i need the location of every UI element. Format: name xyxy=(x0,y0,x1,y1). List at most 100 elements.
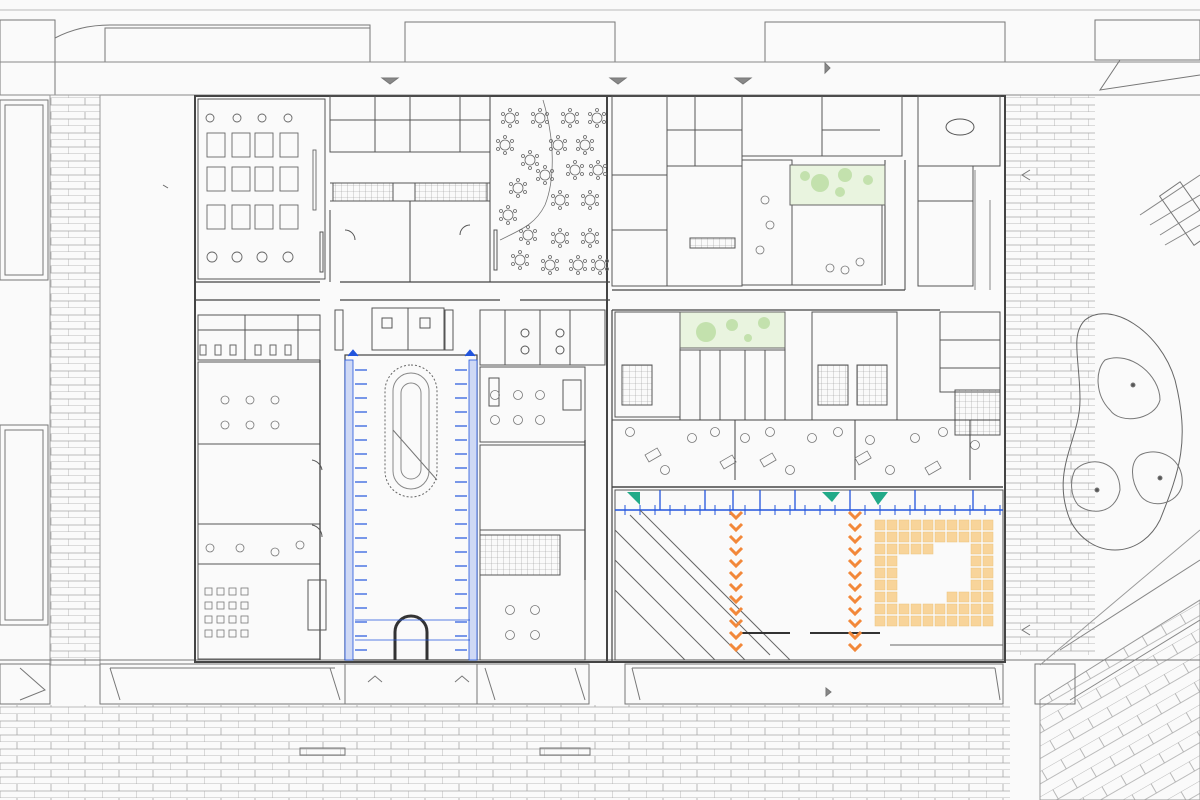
table-icon xyxy=(270,547,280,557)
chair-icon xyxy=(551,240,555,244)
chair-icon xyxy=(589,172,593,176)
chair-icon xyxy=(563,139,567,143)
chevron-down-icon xyxy=(847,594,863,605)
chair-icon xyxy=(569,267,573,271)
chair-icon xyxy=(519,229,523,233)
chair-icon xyxy=(596,160,600,164)
table-icon xyxy=(522,229,534,241)
chair-icon xyxy=(526,241,530,245)
table-icon xyxy=(885,465,895,475)
chair-icon xyxy=(518,266,522,270)
chevron-down-icon xyxy=(847,582,863,593)
chair-icon xyxy=(549,139,553,143)
table-icon xyxy=(490,390,500,400)
chevron-down-icon xyxy=(728,630,744,641)
table-icon xyxy=(584,194,596,206)
chair-icon xyxy=(588,244,592,248)
play-tile xyxy=(874,519,886,531)
tree-icon xyxy=(863,175,873,185)
chair-icon xyxy=(519,237,523,241)
chair-icon xyxy=(216,601,225,610)
chair-icon xyxy=(590,147,594,151)
chevron-down-icon xyxy=(847,642,863,653)
playground xyxy=(614,489,1004,661)
chair-icon xyxy=(508,108,512,112)
chair-icon xyxy=(228,629,237,638)
chair-icon xyxy=(513,217,517,221)
street-building xyxy=(0,19,56,96)
play-tile xyxy=(898,519,910,531)
chair-icon xyxy=(240,587,249,596)
chair-icon xyxy=(590,139,594,143)
table-icon xyxy=(270,420,280,430)
chair-icon xyxy=(536,169,540,173)
chair-icon xyxy=(576,271,580,275)
chair-icon xyxy=(573,160,577,164)
table-icon xyxy=(591,112,603,124)
chair-icon xyxy=(204,587,213,596)
table-icon xyxy=(572,259,584,271)
chair-icon xyxy=(510,147,514,151)
chair-icon xyxy=(228,601,237,610)
play-tile xyxy=(970,567,982,579)
central-courtyard xyxy=(344,349,478,661)
chair-icon xyxy=(602,120,606,124)
table-icon xyxy=(644,447,662,463)
table-icon xyxy=(833,427,843,437)
classroom-furniture xyxy=(204,395,305,638)
chair-icon xyxy=(496,139,500,143)
play-tile xyxy=(910,603,922,615)
table-icon xyxy=(719,454,737,470)
table-icon xyxy=(564,112,576,124)
play-tile xyxy=(874,567,886,579)
chair-icon xyxy=(583,151,587,155)
classroom-furniture xyxy=(490,390,545,640)
table-icon xyxy=(513,415,523,425)
play-tile xyxy=(982,591,994,603)
chair-icon xyxy=(513,209,517,213)
table-icon xyxy=(785,465,795,475)
chair-icon xyxy=(528,166,532,170)
green-courtyard-top xyxy=(789,164,886,206)
table-group xyxy=(205,113,299,263)
chair-icon xyxy=(535,162,539,166)
service-block xyxy=(319,95,498,282)
table-icon xyxy=(760,195,770,205)
chevron-down-icon xyxy=(728,558,744,569)
chair-icon xyxy=(240,629,249,638)
chair-icon xyxy=(551,202,555,206)
table-icon xyxy=(502,209,514,221)
chair-icon xyxy=(598,271,602,275)
table-icon xyxy=(499,139,511,151)
table-icon xyxy=(755,245,765,255)
table-icon xyxy=(759,452,777,468)
chair-icon xyxy=(566,164,570,168)
play-tile xyxy=(982,519,994,531)
table-icon xyxy=(594,259,606,271)
table-icon xyxy=(687,433,697,443)
chair-icon xyxy=(558,190,562,194)
chair-icon xyxy=(581,202,585,206)
chevron-down-icon xyxy=(728,618,744,629)
tree-icon xyxy=(744,334,752,342)
table-icon xyxy=(554,232,566,244)
chair-icon xyxy=(499,209,503,213)
chevron-down-icon xyxy=(847,570,863,581)
table-icon xyxy=(524,154,536,166)
play-tile xyxy=(898,615,910,627)
chair-icon xyxy=(516,178,520,182)
chair-icon xyxy=(216,615,225,624)
table-icon xyxy=(938,427,948,437)
play-tile xyxy=(922,615,934,627)
play-tile xyxy=(874,603,886,615)
chair-icon xyxy=(240,615,249,624)
play-tile xyxy=(946,615,958,627)
chevron-down-icon xyxy=(847,618,863,629)
chair-icon xyxy=(561,120,565,124)
park-area xyxy=(1062,313,1183,551)
chair-icon xyxy=(503,151,507,155)
chair-icon xyxy=(511,254,515,258)
chair-icon xyxy=(511,262,515,266)
table-icon xyxy=(579,139,591,151)
play-tile xyxy=(874,615,886,627)
